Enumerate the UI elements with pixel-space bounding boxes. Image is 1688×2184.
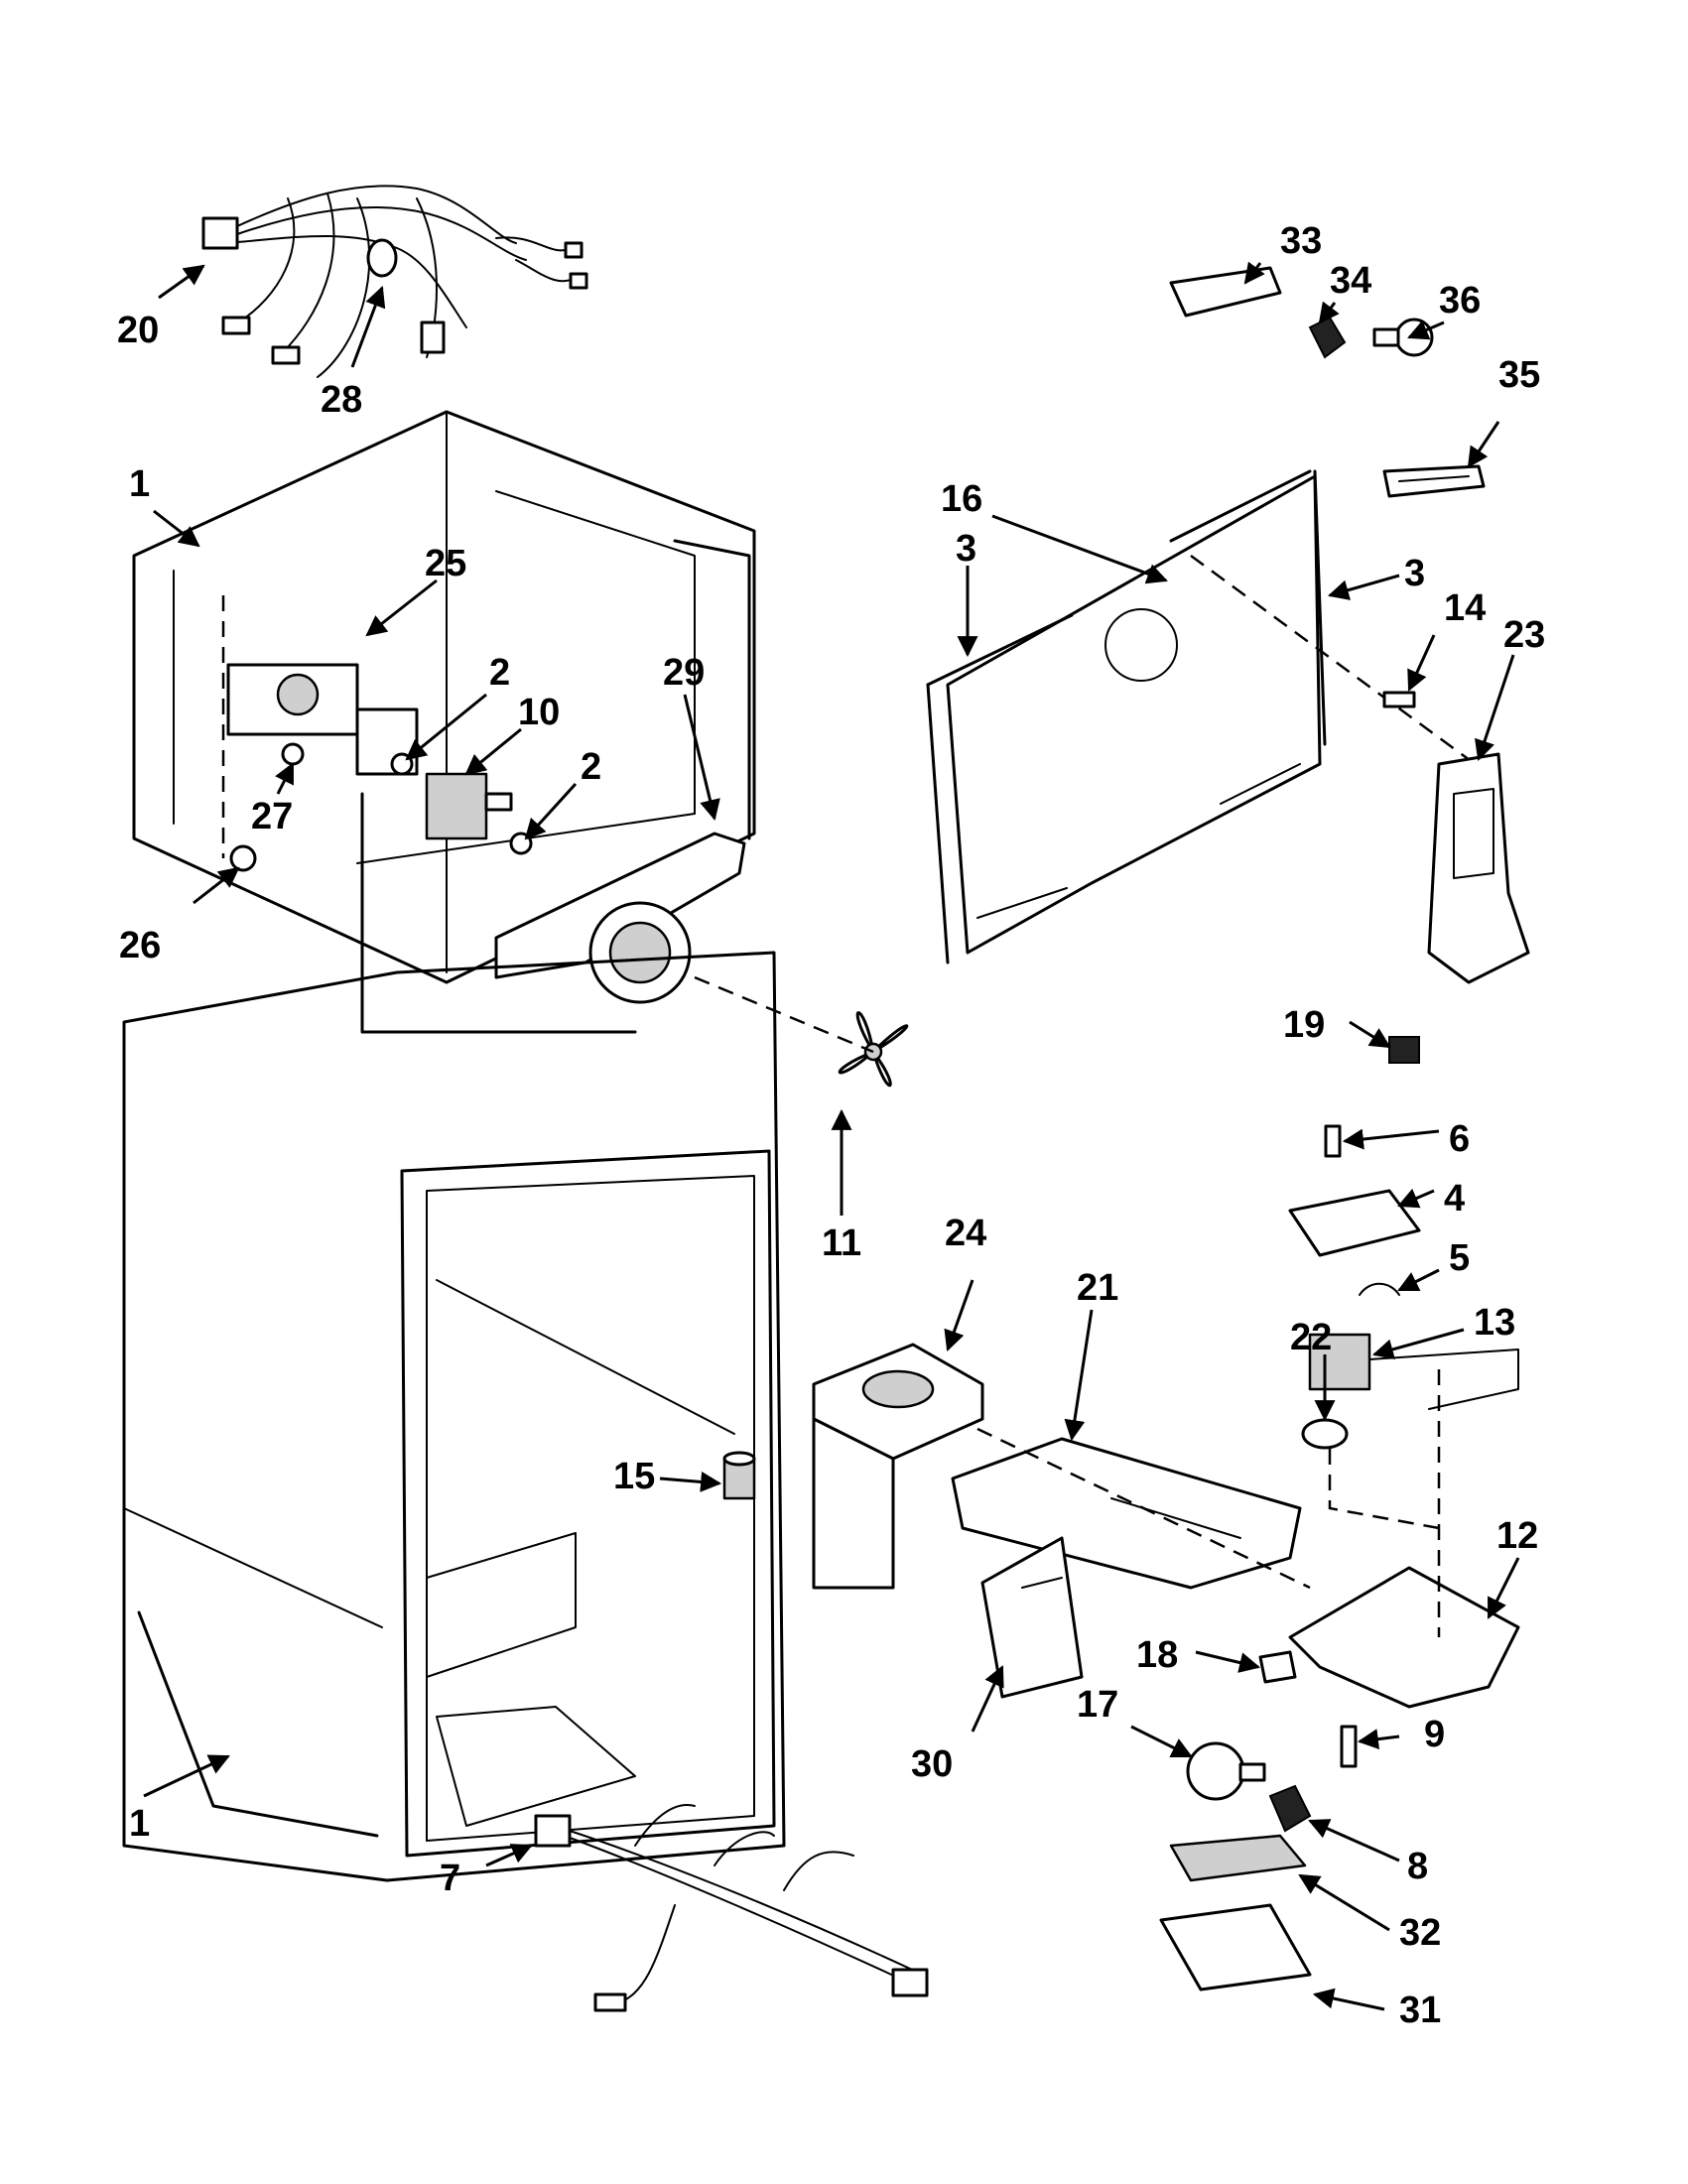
upper-wiring-harness [201,185,588,378]
gasket-3-left [926,613,1074,964]
socket-8 [1268,1784,1312,1833]
label-5: 5 [1449,1237,1470,1279]
label-20: 20 [117,310,159,351]
label-32: 32 [1399,1912,1441,1954]
grille-30 [980,1536,1084,1699]
label-7: 7 [440,1858,460,1899]
thermostat-10 [425,772,513,840]
cap-15 [722,1451,756,1500]
screw-14 [1382,691,1416,708]
damper-control-13 [1308,1333,1519,1410]
gasket-3-right [1169,469,1327,746]
light-bulb-17 [1186,1741,1266,1801]
label-31: 31 [1399,1990,1441,2031]
light-lens-32 [1169,1834,1307,1882]
label-3-left: 3 [956,528,976,570]
control-bracket-25 [226,663,359,736]
label-18: 18 [1136,1634,1178,1676]
label-13: 13 [1474,1302,1515,1344]
label-1-bottom: 1 [129,1803,150,1845]
label-14: 14 [1444,587,1486,629]
label-23: 23 [1503,614,1545,656]
label-9: 9 [1424,1714,1445,1755]
label-4: 4 [1444,1178,1465,1220]
label-1-top: 1 [129,463,150,505]
clip-5 [1359,1282,1400,1296]
socket-34 [1308,316,1347,359]
label-10: 10 [518,692,560,733]
label-2-a: 2 [489,652,510,694]
label-8: 8 [1407,1846,1428,1887]
screw-27 [281,742,305,766]
label-36: 36 [1439,280,1481,321]
part-labels: 20 28 33 34 36 35 1 25 2 10 2 27 26 29 1… [117,220,1545,2031]
label-27: 27 [251,796,293,837]
label-21: 21 [1077,1267,1118,1309]
label-34: 34 [1330,260,1371,302]
label-25: 25 [425,543,466,584]
evaporator-cover-16 [946,474,1322,955]
label-30: 30 [911,1743,953,1785]
plug-26 [229,844,257,872]
socket-18 [1258,1650,1297,1684]
fresh-food-liner [122,951,786,1882]
light-shield-33 [1169,266,1282,318]
label-28: 28 [321,379,362,421]
label-26: 26 [119,925,161,966]
switch-19 [1388,1036,1420,1064]
label-3-right: 3 [1404,553,1425,594]
label-22: 22 [1290,1317,1332,1358]
air-duct-23 [1427,752,1530,984]
control-housing-12 [1288,1566,1520,1709]
light-housing-31 [1159,1903,1312,1991]
label-33: 33 [1280,220,1322,262]
label-29: 29 [663,652,705,694]
leader-lines [143,261,1520,2011]
label-16: 16 [941,478,982,520]
label-24: 24 [945,1213,986,1254]
grommet-22 [1301,1418,1349,1450]
housing-21 [951,1437,1302,1590]
label-15: 15 [613,1456,655,1497]
fan-blade-11 [838,1011,909,1088]
duct-24 [812,1343,984,1590]
label-11: 11 [822,1222,861,1264]
screw-6 [1324,1124,1342,1158]
fan-bracket-29 [494,832,746,1004]
label-6: 6 [1449,1118,1470,1160]
label-2-b: 2 [581,746,601,788]
control-board-4 [1288,1189,1421,1257]
label-19: 19 [1283,1004,1325,1046]
label-12: 12 [1496,1515,1538,1557]
light-cover-35 [1382,464,1486,498]
light-bulb-36 [1372,318,1434,357]
lower-wiring-harness [534,1804,929,2012]
screw-9 [1340,1725,1358,1768]
label-35: 35 [1498,354,1540,396]
label-17: 17 [1077,1684,1118,1726]
